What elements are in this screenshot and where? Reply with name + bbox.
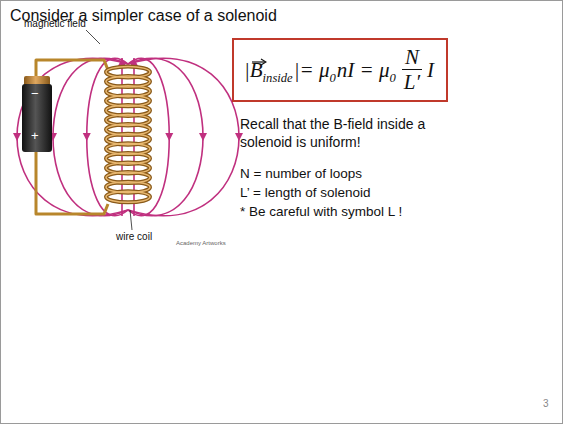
subscript: 0 [329,71,335,85]
note-text: Recall that the B-field inside a solenoi… [240,116,462,151]
formula-part: 0 [329,58,336,83]
formula-part: inside [263,58,294,83]
magnetic-field-lines [13,58,243,216]
callout-label: magnetic field [24,18,86,31]
battery [22,76,52,152]
battery-sign: + [31,128,39,144]
callout-label: wire coil [116,231,152,244]
formula-part: I [427,58,434,83]
formula-part: nI = μ [337,58,390,83]
leader-line [86,30,100,44]
battery-body [22,84,52,152]
formula-text: I [427,58,434,82]
subscript: 0 [389,71,395,85]
coil-highlight [106,191,150,202]
fraction: NL′ [401,46,423,94]
field-arrowhead [13,133,21,141]
leader-lines [86,30,132,230]
page-number: 3 [543,398,549,411]
wire [36,60,108,78]
formula-box: |Binside|= μ0nI = μ0NL′I [232,38,448,102]
wire-coil [106,67,150,203]
field-arrowhead [83,133,91,141]
formula-part: |B [244,58,263,83]
wire [36,150,108,214]
battery-sign: − [31,86,39,102]
formula: |Binside|= μ0nI = μ0NL′I [244,46,434,94]
fraction-term: N [402,46,422,70]
formula-text: nI = μ [337,58,390,82]
field-arrowhead [165,133,173,141]
formula-part: 0 [389,58,396,83]
note-text: * Be careful with symbol L ! [240,204,402,221]
formula-part: |= μ [294,58,330,83]
definition-text: N = number of loops [240,166,362,183]
formula-text: |= μ [294,58,330,82]
definition-text: L’ = length of solenoid [240,185,370,202]
fraction-term: L′ [401,70,423,94]
leader-line [130,210,132,230]
field-arrowhead [199,133,207,141]
subscript: inside [263,71,293,85]
credit-text: Academy Artworks [176,240,226,248]
formula-text: |B [244,58,263,82]
